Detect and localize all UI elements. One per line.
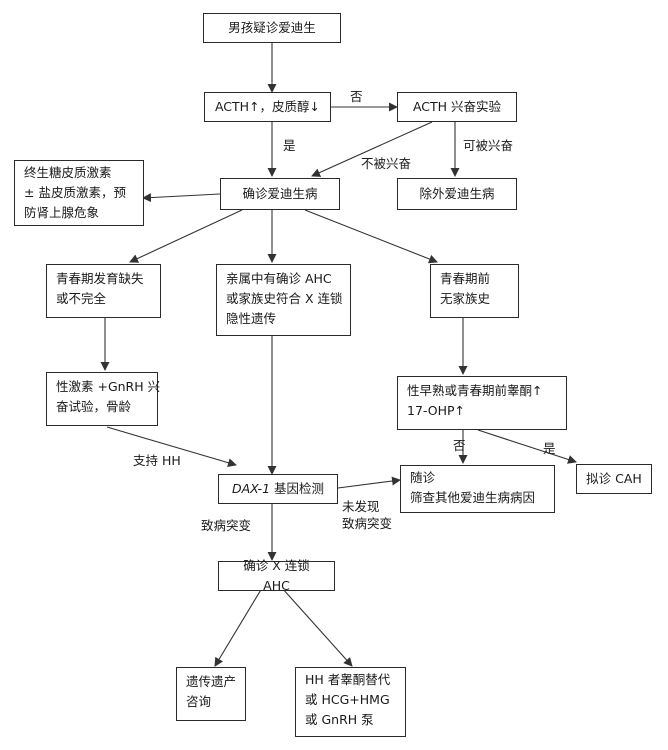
arrow-confirm-to-treat: [142, 193, 221, 203]
node-genetic-counseling: 遗传遗产 咨询: [176, 667, 246, 721]
label-yes-precocious: 是: [543, 441, 556, 456]
arrow-confirm-to-prepubertal: [304, 209, 438, 264]
node-sex-hormone-test: 性激素 +GnRH 兴 奋试验，骨龄: [46, 372, 160, 426]
node-acth-stimulation-test: ACTH 兴奋实验: [397, 92, 517, 122]
node-lifelong-treatment: 终生糖皮质激素 ± 盐皮质激素，预 防肾上腺危象: [14, 160, 144, 226]
arrow-dax-to-follow: [337, 476, 401, 489]
node-follow-up: 随诊 筛查其他爱迪生病病因: [400, 465, 555, 513]
label-yes-acth: 是: [283, 138, 296, 153]
node-puberty-absent: 青春期发育缺失 或不完全: [46, 264, 161, 318]
label-not-stimulated: 不被兴奋: [361, 156, 412, 171]
node-exclude-addison: 除外爱迪生病: [397, 178, 517, 210]
label-pathogenic-mutation: 致病突变: [201, 518, 252, 533]
label-support-hh: 支持 HH: [133, 453, 181, 468]
node-confirmed-addison: 确诊爱迪生病: [220, 178, 340, 210]
node-family-history: 亲属中有确诊 AHC 或家族史符合 X 连锁 隐性遗传: [216, 264, 351, 336]
node-prepubertal-no-family: 青春期前 无家族史: [430, 264, 519, 318]
node-precocious-puberty: 性早熟或青春期前睾酮↑ 17-OHP↑: [397, 376, 567, 430]
arrow-confirm-to-puberty: [129, 209, 243, 263]
arrow-precocious-to-cah: [477, 429, 577, 464]
node-confirmed-x-linked-ahc: 确诊 X 连锁 AHC: [218, 558, 335, 593]
node-acth-cortisol: ACTH↑，皮质醇↓: [204, 92, 331, 122]
dax1-gene-name: DAX-1: [231, 481, 271, 496]
label-no-precocious: 否: [453, 438, 466, 453]
arrow-confirm-x-to-genetic: [214, 587, 263, 667]
node-suspected-cah: 拟诊 CAH: [576, 464, 652, 494]
node-hh-treatment: HH 者睾酮替代 或 HCG+HMG 或 GnRH 泵: [295, 667, 406, 737]
node-suspected-addison: 男孩疑诊爱迪生: [203, 13, 341, 43]
label-can-be-stimulated: 可被兴奋: [463, 138, 514, 153]
arrow-confirm-x-to-hh: [281, 587, 353, 667]
label-no-acth: 否: [350, 89, 363, 104]
node-dax1-gene-test: DAX-1 基因检测: [218, 474, 338, 504]
label-no-mutation-found: 未发现 致病突变: [342, 499, 393, 531]
